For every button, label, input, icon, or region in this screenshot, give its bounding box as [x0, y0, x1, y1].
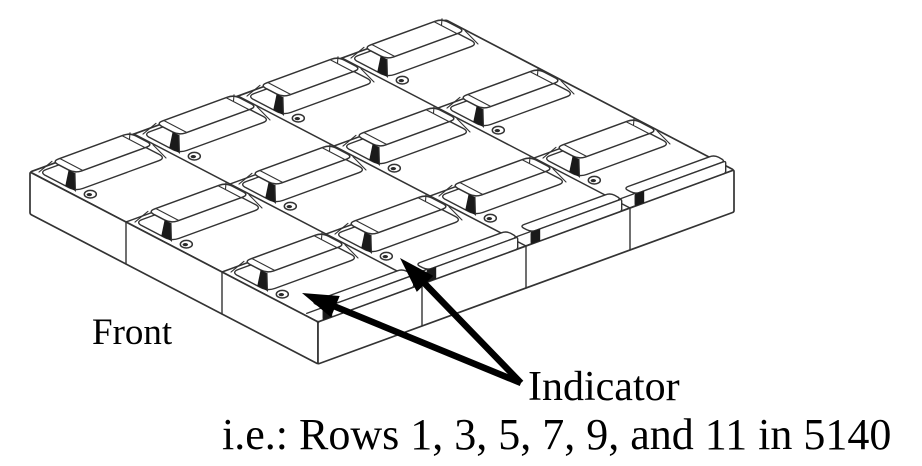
indicator-dot-2-2 — [283, 201, 298, 211]
bump-tile-3-2 — [342, 106, 471, 166]
edge-cut-bump-3 — [514, 193, 623, 245]
bump-tile-2-1 — [142, 94, 271, 154]
bump-tile-1-1 — [38, 132, 167, 192]
indicator-dot-1-3 — [275, 289, 290, 299]
bump-tile-2-2 — [238, 144, 367, 204]
indicator-dot-1-1 — [83, 189, 98, 199]
indicator-arrow-1 — [302, 293, 523, 387]
indicator-dot-4-2 — [491, 125, 506, 135]
indicator-dot-1-2 — [179, 239, 194, 249]
edge-cut-bump-4 — [618, 155, 727, 207]
bump-tile-3-3 — [438, 156, 567, 216]
indicator-arrows — [302, 258, 524, 387]
indicator-dot-2-3 — [379, 251, 394, 261]
bump-tile-2-3 — [334, 194, 463, 254]
front-label: Front — [92, 312, 173, 353]
indicator-dot-3-2 — [387, 163, 402, 173]
edge-cut-bump-2 — [410, 231, 519, 283]
indicator-dot-3-3 — [483, 213, 498, 223]
indicator-dot-4-3 — [587, 175, 602, 185]
bump-tile-4-2 — [446, 68, 575, 128]
indicator-dot-3-1 — [291, 113, 306, 123]
indicator-dot-2-1 — [187, 151, 202, 161]
indicator-note: i.e.: Rows 1, 3, 5, 7, 9, and 11 in 5140 — [222, 410, 891, 459]
bump-tile-3-1 — [246, 56, 375, 116]
indicator-label: Indicator — [528, 364, 680, 410]
bump-tile-4-1 — [350, 18, 479, 78]
bump-tile-4-3 — [542, 118, 671, 178]
indicator-arrow-2 — [400, 258, 524, 386]
indicator-dot-4-1 — [395, 75, 410, 85]
bump-tile-1-3 — [230, 232, 359, 292]
tile-grid-drawing — [29, 18, 735, 365]
bump-tile-1-2 — [134, 182, 263, 242]
